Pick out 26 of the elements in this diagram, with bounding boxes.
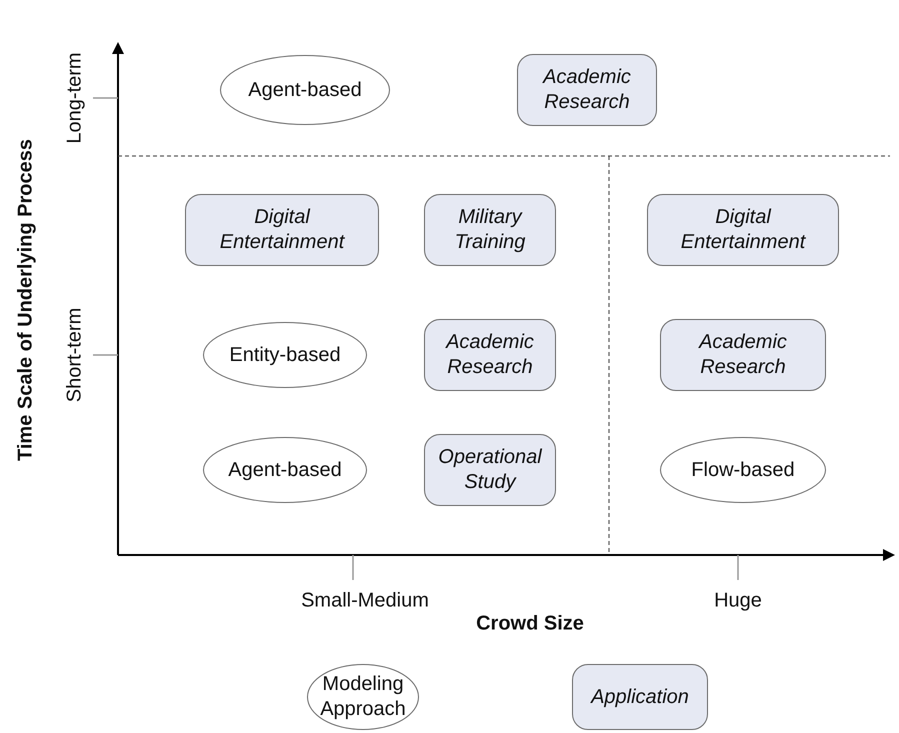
application-box — [660, 319, 826, 391]
node-text: Academic Research — [445, 330, 535, 380]
tick-label: Huge — [714, 590, 762, 612]
legend-item: Application — [572, 664, 708, 730]
axis-title: Crowd Size — [476, 612, 584, 636]
node-text: Operational Study — [438, 445, 542, 495]
tick-label: Long-term — [64, 52, 86, 144]
application-box — [185, 194, 379, 266]
legend-item: Modeling Approach — [307, 664, 419, 730]
node-text: Digital Entertainment — [218, 205, 346, 255]
tick-label: Short-term — [64, 308, 86, 402]
application-box — [424, 434, 556, 506]
application-box — [647, 194, 839, 266]
tick-label: Small-Medium — [301, 590, 429, 612]
axis-title: Time Scale of Underlying Process — [14, 139, 38, 461]
application-box — [424, 194, 556, 266]
node-text: Academic Research — [697, 330, 788, 380]
node-text: Digital Entertainment — [680, 205, 807, 255]
node-text: Military Training — [454, 205, 526, 255]
node-text: Flow-based — [691, 458, 795, 482]
application-box — [424, 319, 556, 391]
node-text: Agent-based — [228, 458, 342, 482]
node-text: Entity-based — [229, 342, 341, 368]
node-text: Agent-based — [248, 78, 362, 102]
node-text: Academic Research — [541, 65, 632, 115]
application-box — [517, 54, 657, 126]
